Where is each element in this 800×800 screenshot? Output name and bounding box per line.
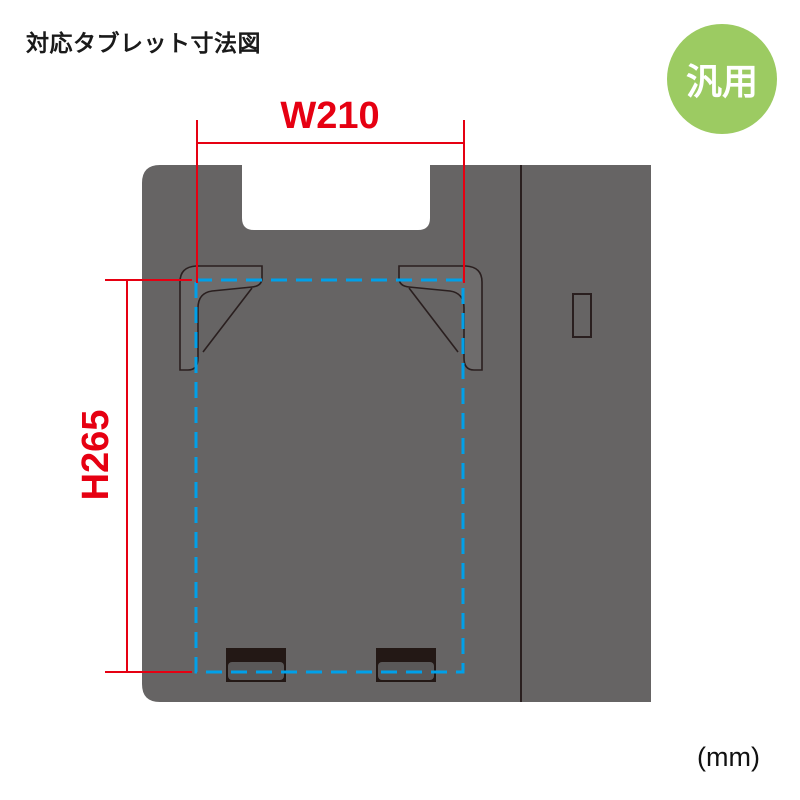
bottom-clip-right <box>376 648 436 682</box>
generic-badge: 汎用 <box>667 24 777 134</box>
stand-board <box>142 165 651 702</box>
unit-label: (mm) <box>697 742 760 772</box>
slot <box>572 293 592 338</box>
diagram-title: 対応タブレット寸法図 <box>26 31 261 57</box>
height-dimension <box>105 279 192 673</box>
bottom-clip-left <box>226 648 286 682</box>
height-label: H265 <box>75 410 117 501</box>
width-label: W210 <box>280 95 379 137</box>
corner-holder-right <box>398 265 483 371</box>
tablet-outline <box>194 278 465 674</box>
badge-label: 汎用 <box>685 62 758 103</box>
width-dimension <box>196 120 465 283</box>
